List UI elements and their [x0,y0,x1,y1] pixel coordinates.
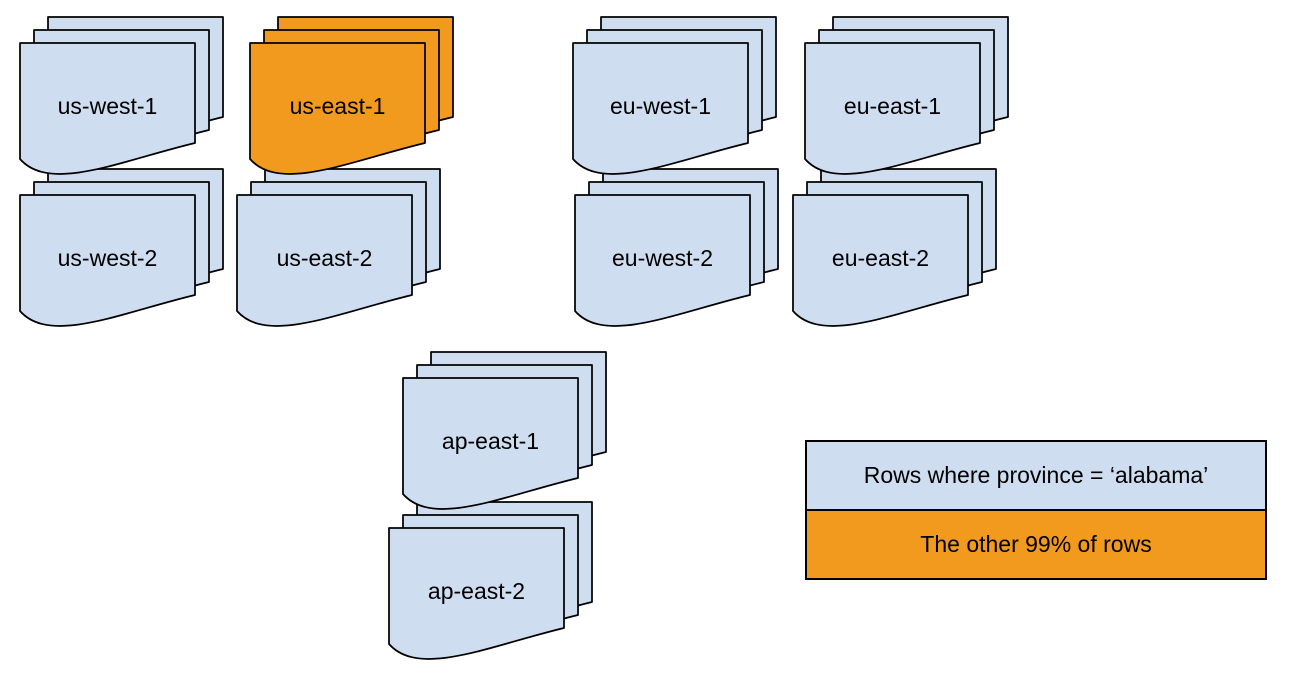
region-stack-eu-west-2: eu-west-2 [574,168,779,327]
legend-label-other-rows: The other 99% of rows [920,531,1152,557]
region-stack-us-west-2: us-west-2 [19,168,224,327]
region-label: eu-east-1 [844,93,941,119]
region-label: ap-east-2 [428,578,525,604]
region-label: eu-west-2 [612,245,713,271]
region-stack-us-west-1: us-west-1 [19,16,224,175]
document-page-front [574,194,751,327]
region-label: us-west-1 [58,93,158,119]
document-page-front [388,527,565,660]
region-label: us-west-2 [58,245,158,271]
legend: Rows where province = ‘alabama’ The othe… [805,440,1267,580]
legend-label-alabama: Rows where province = ‘alabama’ [863,462,1209,488]
document-page-front [402,377,579,510]
legend-row-alabama: Rows where province = ‘alabama’ [807,442,1265,511]
document-page-front [792,194,969,327]
document-page-front [572,42,749,175]
region-stack-us-east-2: us-east-2 [236,168,441,327]
region-label: us-east-2 [277,245,373,271]
region-stack-eu-east-1: eu-east-1 [804,16,1009,175]
legend-row-other-rows: The other 99% of rows [807,511,1265,578]
region-label: eu-west-1 [610,93,711,119]
region-stack-eu-east-2: eu-east-2 [792,168,997,327]
document-page-front [249,42,426,175]
document-page-front [236,194,413,327]
region-stack-ap-east-1: ap-east-1 [402,351,607,510]
document-page-front [804,42,981,175]
region-stack-us-east-1: us-east-1 [249,16,454,175]
region-label: ap-east-1 [442,428,539,454]
document-page-front [19,42,196,175]
region-label: eu-east-2 [832,245,929,271]
region-stack-ap-east-2: ap-east-2 [388,501,593,660]
region-label: us-east-1 [290,93,386,119]
document-page-front [19,194,196,327]
region-stack-eu-west-1: eu-west-1 [572,16,777,175]
